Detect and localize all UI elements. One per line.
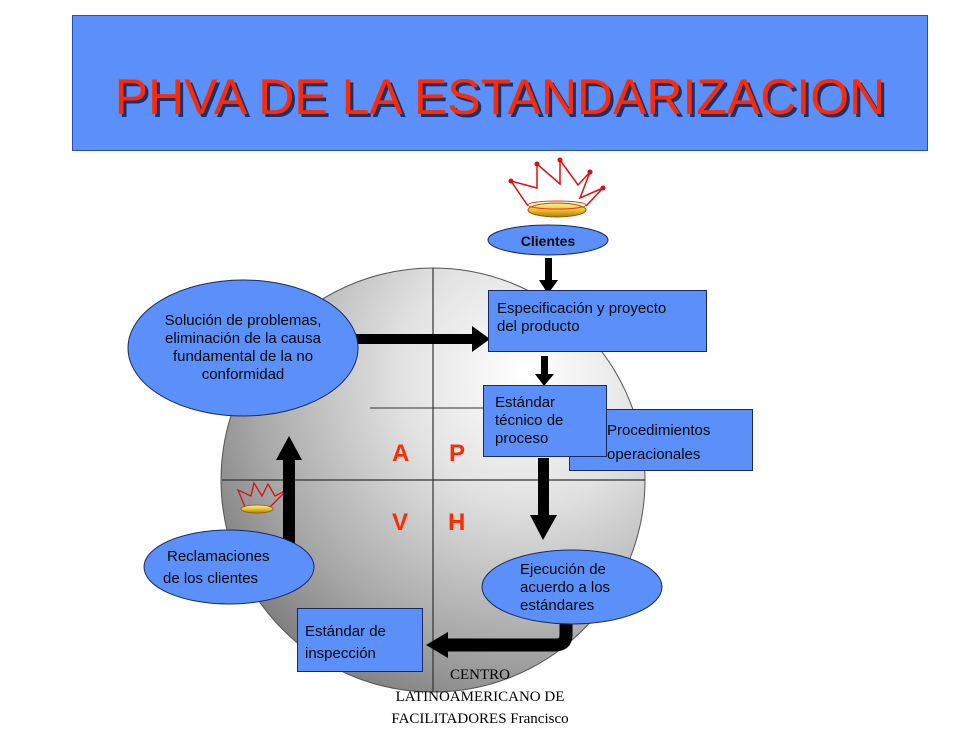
inspection-standard-box: Estándar de inspección: [297, 608, 423, 672]
quadrant-p: P: [449, 440, 466, 467]
footer-line-1: CENTRO: [450, 667, 510, 683]
execution-text: Ejecución de acuerdo a los estándares: [520, 561, 660, 615]
product-spec-line-1: Especificación y proyecto: [497, 300, 667, 317]
operating-procedures-line-2: operacionales: [607, 446, 701, 463]
footer-text: CENTRO LATINOAMERICANO DE FACILITADORES …: [290, 664, 670, 730]
title-banner: PHVA DE LA ESTANDARIZACION: [72, 15, 928, 151]
inspection-standard-line-1: Estándar de: [305, 623, 386, 640]
product-spec-line-2: del producto: [497, 318, 580, 335]
crown-icon: [508, 157, 606, 207]
problem-solving-line-4: conformidad: [201, 366, 285, 383]
quadrant-h: H: [448, 509, 466, 536]
process-standard-box: Estándar técnico de proceso: [483, 385, 607, 457]
execution-line-1: Ejecución de: [520, 561, 606, 578]
problem-solving-line-3: fundamental de la no: [172, 348, 314, 365]
footer-line-2: LATINOAMERICANO DE: [395, 689, 565, 705]
footer-line-3: FACILITADORES Francisco: [391, 711, 569, 727]
product-spec-box: Especificación y proyecto del producto: [488, 290, 707, 352]
execution-line-3: estándares: [520, 597, 595, 614]
complaints-text: Reclamaciones de los clientes: [163, 546, 303, 590]
process-standard-line-2: técnico de: [495, 412, 564, 429]
arrow-to-inspection: [445, 618, 573, 652]
crown-base: [240, 504, 274, 514]
complaints-line-1: Reclamaciones: [167, 548, 270, 565]
complaints-ellipse: [143, 529, 315, 605]
inspection-standard-line-2: inspección: [305, 645, 376, 662]
problem-solving-ellipse: [127, 279, 359, 417]
complaints-line-2: de los clientes: [163, 570, 259, 587]
execution-line-2: acuerdo a los: [520, 579, 611, 596]
customers-label: Clientes: [520, 233, 576, 249]
process-standard-line-1: Estándar: [495, 394, 556, 411]
customers-ellipse: [487, 224, 609, 256]
process-standard-line-3: proceso: [495, 430, 549, 447]
problem-solving-line-1: Solución de problemas,: [164, 312, 322, 329]
quadrant-v: V: [392, 509, 409, 536]
page-title: PHVA DE LA ESTANDARIZACION: [114, 69, 886, 125]
crown-base: [527, 202, 587, 218]
quadrant-a: A: [392, 440, 410, 467]
problem-solving-line-2: eliminación de la causa: [165, 330, 321, 347]
arrow-to-spec: [355, 334, 475, 344]
operating-procedures-line-1: Procedimientos: [607, 422, 711, 439]
problem-solving-text: Solución de problemas, eliminación de la…: [133, 312, 353, 384]
execution-ellipse: [481, 549, 663, 625]
